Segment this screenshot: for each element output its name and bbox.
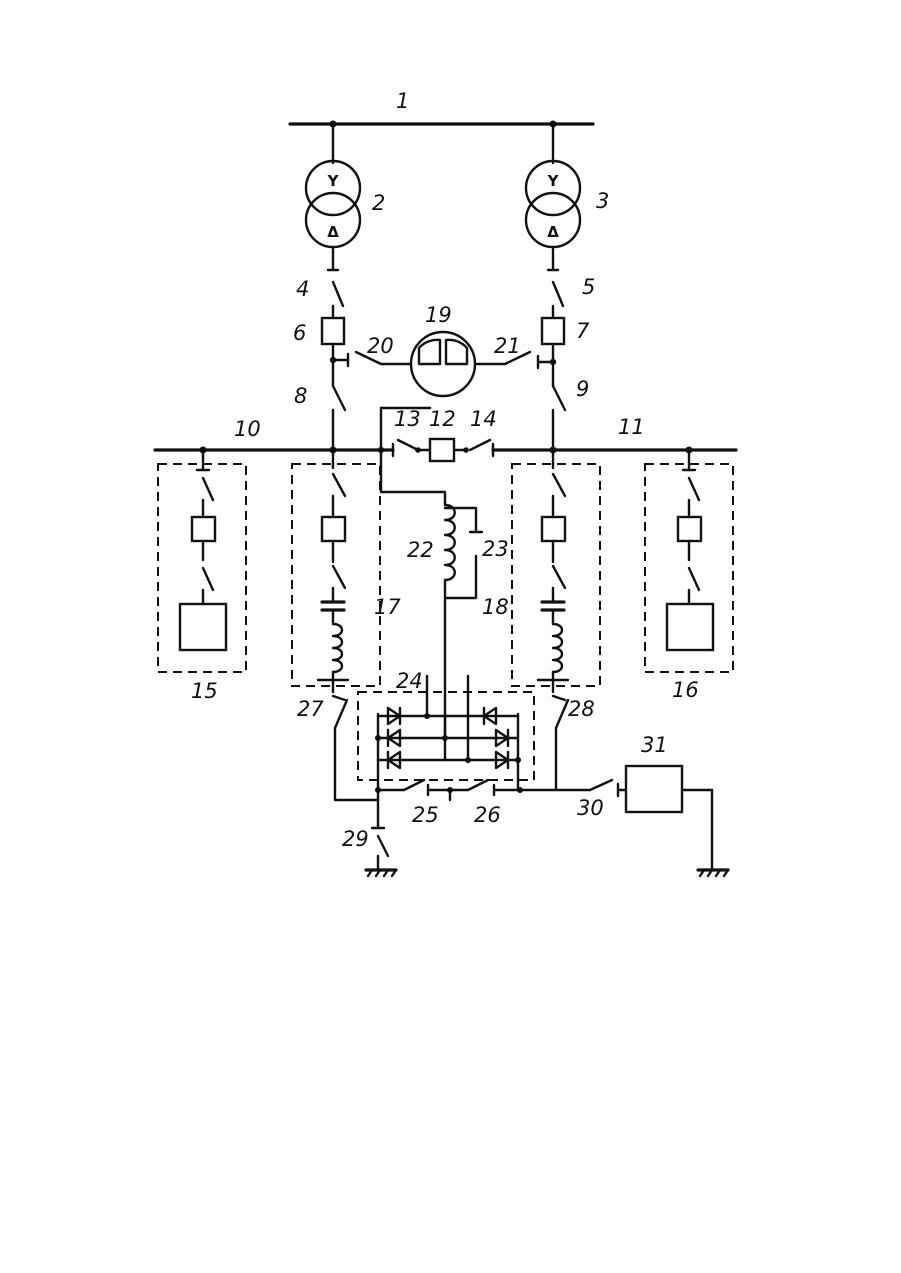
label-7: 7: [576, 319, 590, 343]
label-15: 15: [191, 679, 218, 703]
label-11: 11: [618, 415, 645, 439]
load-16: [667, 604, 713, 650]
delta-winding-symbol: Δ: [547, 223, 559, 241]
label-22: 22: [407, 538, 434, 562]
load-15: [180, 604, 226, 650]
transformer-3: Y Δ: [526, 124, 580, 270]
device-31: [626, 766, 728, 876]
label-20: 20: [367, 334, 394, 358]
switch-28: [553, 696, 565, 700]
filter-cell-17: [292, 450, 380, 692]
switches-25-26: [375, 780, 523, 800]
transformer-2: Y Δ: [306, 124, 360, 270]
label-9: 9: [576, 377, 589, 401]
disconnector-8: [333, 386, 345, 410]
label-1: 1: [396, 89, 409, 113]
switch-25: [404, 780, 424, 790]
label-8: 8: [294, 384, 307, 408]
right-feeder: [542, 282, 565, 450]
label-21: 21: [494, 334, 521, 358]
switch-26: [468, 780, 488, 790]
label-25: 25: [412, 803, 439, 827]
label-16: 16: [672, 678, 699, 702]
label-24: 24: [396, 669, 423, 693]
disconnector-9: [553, 386, 565, 410]
breaker-12: [430, 439, 454, 461]
label-28: 28: [568, 697, 595, 721]
filter-cell-18: [512, 450, 600, 692]
switch-14: [470, 440, 490, 450]
label-4: 4: [296, 277, 309, 301]
label-26: 26: [474, 803, 501, 827]
star-winding-symbol: Y: [327, 172, 340, 190]
label-17: 17: [374, 595, 401, 619]
delta-winding-symbol: Δ: [327, 223, 339, 241]
switch-30: [556, 780, 626, 796]
label-3: 3: [596, 189, 609, 213]
label-14: 14: [470, 407, 497, 431]
label-10: 10: [234, 417, 261, 441]
disconnector-5: [553, 282, 563, 306]
label-12: 12: [429, 407, 456, 431]
label-31: 31: [641, 733, 668, 757]
machine-19: [411, 332, 475, 396]
label-27: 27: [297, 697, 324, 721]
switch-13: [398, 440, 418, 450]
bus-tie: [393, 439, 493, 461]
left-feeder: [322, 282, 345, 450]
label-30: 30: [577, 796, 604, 820]
label-29: 29: [342, 827, 369, 851]
label-5: 5: [582, 275, 595, 299]
disconnector-4: [333, 282, 343, 306]
label-6: 6: [293, 321, 306, 345]
breaker-6: [322, 318, 344, 344]
cell-16: [645, 450, 733, 672]
label-19: 19: [425, 303, 452, 327]
label-13: 13: [394, 407, 421, 431]
grounding-switch-29: [366, 800, 396, 876]
label-18: 18: [482, 595, 509, 619]
label-23: 23: [482, 537, 509, 561]
label-2: 2: [372, 191, 385, 215]
star-winding-symbol: Y: [547, 172, 560, 190]
breaker-7: [542, 318, 564, 344]
cell-15: [158, 450, 246, 672]
switch-27: [333, 696, 345, 700]
